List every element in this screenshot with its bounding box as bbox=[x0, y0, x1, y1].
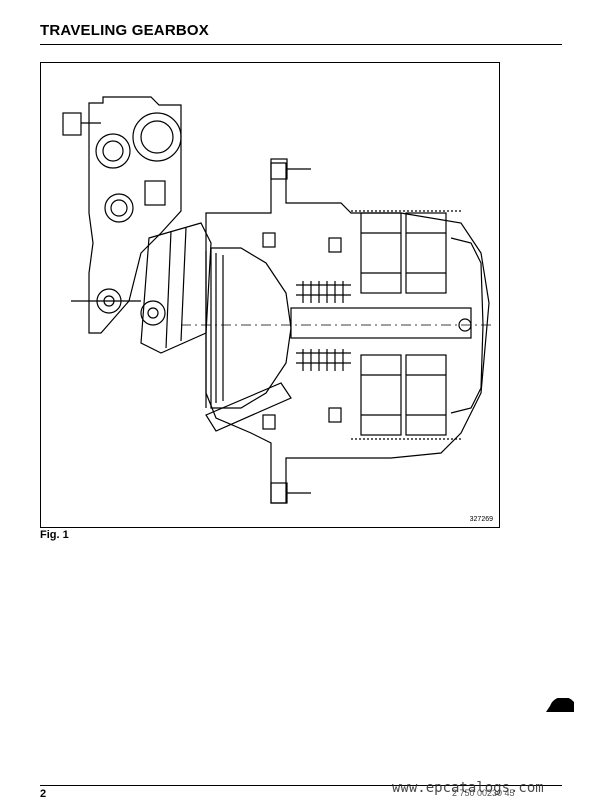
page-tab-marker bbox=[546, 698, 574, 712]
title-rule bbox=[40, 44, 562, 45]
page-title: TRAVELING GEARBOX bbox=[40, 22, 209, 39]
figure-frame: 327269 bbox=[40, 62, 500, 528]
gearbox-drawing bbox=[62, 96, 491, 504]
watermark-text: www.epcatalogs.com bbox=[392, 780, 544, 796]
figure-caption: Fig. 1 bbox=[40, 529, 69, 541]
footer-document-code: 2 750 00230 45 bbox=[452, 788, 515, 798]
page-number: 2 bbox=[40, 788, 47, 800]
footer-rule bbox=[40, 785, 562, 786]
figure-id-label: 327269 bbox=[469, 516, 493, 523]
